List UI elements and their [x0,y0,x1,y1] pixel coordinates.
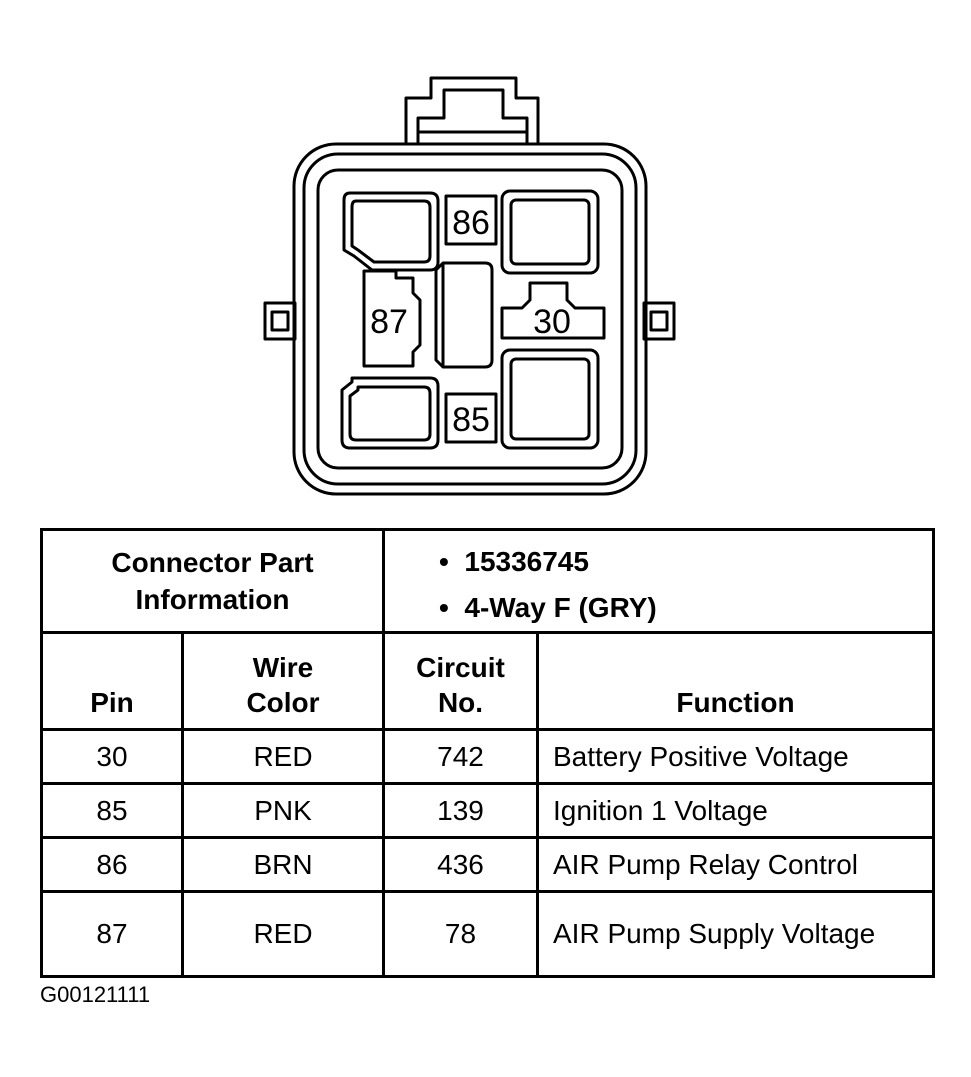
pin-label-87: 87 [370,303,408,341]
col-header-pin: Pin [40,631,184,731]
cell-function: Ignition 1 Voltage [535,782,936,839]
cell-wire-color: RED [181,728,385,785]
col-header-wire-color: Wire Color [181,631,385,731]
col-header-circuit-no: Circuit No. [382,631,539,731]
connector-side-tab-left [263,301,297,341]
column-header-row: Pin Wire Color Circuit No. Function [40,631,936,731]
connector-housing-outer [292,142,648,496]
part-info-values: • 15336745 • 4-Way F (GRY) [381,528,936,634]
connector-face-diagram: 86 87 30 85 [263,76,676,496]
cavity-top-right [500,189,600,275]
connector-latch [404,76,540,145]
connector-face [316,168,624,470]
part-description: • 4-Way F (GRY) [439,592,657,623]
cell-wire-color: PNK [181,782,385,839]
cell-circuit: 139 [382,782,539,839]
cell-circuit: 78 [382,890,539,978]
cell-function: Battery Positive Voltage [535,728,936,785]
connector-side-tab-right [642,301,676,341]
cell-pin: 86 [40,836,184,893]
pin-label-85: 85 [452,401,490,439]
cell-pin: 30 [40,728,184,785]
cell-pin: 85 [40,782,184,839]
pin-87-terminal [362,269,422,368]
table-row: 87 RED 78 AIR Pump Supply Voltage [40,890,936,978]
part-info-label: Connector Part Information [40,528,385,634]
table-row: 30 RED 742 Battery Positive Voltage [40,728,936,785]
table-row: 86 BRN 436 AIR Pump Relay Control [40,836,936,893]
pin-85-box [444,392,498,444]
cavity-bottom-right [500,348,600,450]
table-row: 85 PNK 139 Ignition 1 Voltage [40,782,936,839]
cavity-bottom-left [340,376,440,450]
cell-function: AIR Pump Relay Control [535,836,936,893]
pin-label-30: 30 [533,303,571,341]
cell-wire-color: RED [181,890,385,978]
part-info-row: Connector Part Information • 15336745 • … [40,528,936,634]
pin-label-86: 86 [452,204,490,242]
cell-circuit: 742 [382,728,539,785]
cell-pin: 87 [40,890,184,978]
connector-info-table: Connector Part Information • 15336745 • … [40,528,936,978]
cell-wire-color: BRN [181,836,385,893]
col-header-function: Function [535,631,936,731]
cavity-top-left [342,191,440,272]
cavity-center [434,261,494,369]
part-number: • 15336745 [439,546,589,577]
pin-30-terminal [500,281,606,340]
cell-function: AIR Pump Supply Voltage [535,890,936,978]
figure-id: G00121111 [40,982,151,1007]
pin-86-box [444,194,498,246]
cell-circuit: 436 [382,836,539,893]
connector-housing-inner [302,152,638,486]
